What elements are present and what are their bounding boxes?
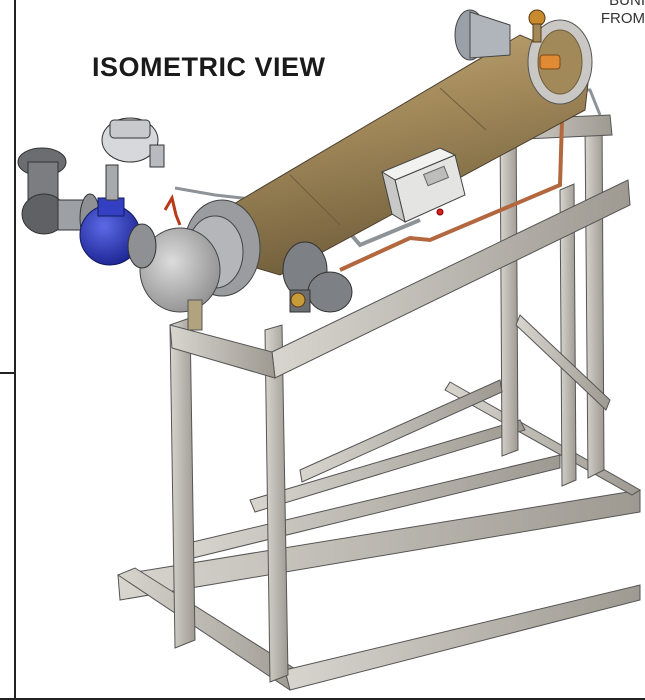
upper-beam-left <box>169 324 276 379</box>
support-frame <box>116 111 641 691</box>
flange-head-assembly <box>139 199 261 331</box>
copper-tube-line <box>339 119 564 272</box>
corner-note-line-1: BUNI <box>609 0 645 9</box>
actuator-yoke <box>105 164 119 201</box>
blue-valve-bonnet <box>97 197 125 217</box>
secondary-handwheel <box>290 292 306 308</box>
secondary-valve-cluster <box>282 241 353 313</box>
heater-vessel <box>214 9 593 276</box>
brace-mid <box>299 379 503 483</box>
leg-rear-right-inner <box>559 183 577 487</box>
secondary-valve-body <box>307 271 353 313</box>
base-cross-back <box>249 419 526 513</box>
junction-box-label-plate <box>422 165 450 187</box>
junction-box-side <box>381 170 406 224</box>
vessel-seam-2 <box>439 87 487 131</box>
view-title: ISOMETRIC VIEW <box>92 52 326 82</box>
red-impulse-line <box>163 193 182 226</box>
junction-box <box>380 147 466 224</box>
vessel-seam-1 <box>289 174 341 226</box>
base-rail-right-lower <box>284 584 641 691</box>
corner-note: BUNI FROM <box>565 0 645 28</box>
top-nozzle-pipe <box>469 11 511 59</box>
brace-right <box>515 314 611 411</box>
drain-nozzle <box>187 299 203 331</box>
actuator-positioner <box>149 144 165 168</box>
blue-valve-outlet <box>127 223 157 269</box>
gauge-top-stem <box>532 23 542 43</box>
junction-box-indicator <box>436 208 444 216</box>
leg-rear-right <box>584 117 605 479</box>
leg-front-left <box>169 317 196 649</box>
end-dome <box>139 227 221 313</box>
inlet-assembly <box>17 117 182 269</box>
sheet-border-tick <box>0 372 14 374</box>
leg-front-mid <box>264 324 289 683</box>
base-rail-front <box>117 489 641 601</box>
sheet-border-left <box>14 0 16 700</box>
corner-note-line-2: FROM <box>600 10 645 27</box>
orange-fitting <box>539 54 561 70</box>
leg-rear-left <box>499 111 519 457</box>
actuator-cap <box>109 119 151 139</box>
sheet-border-bottom <box>0 698 645 700</box>
